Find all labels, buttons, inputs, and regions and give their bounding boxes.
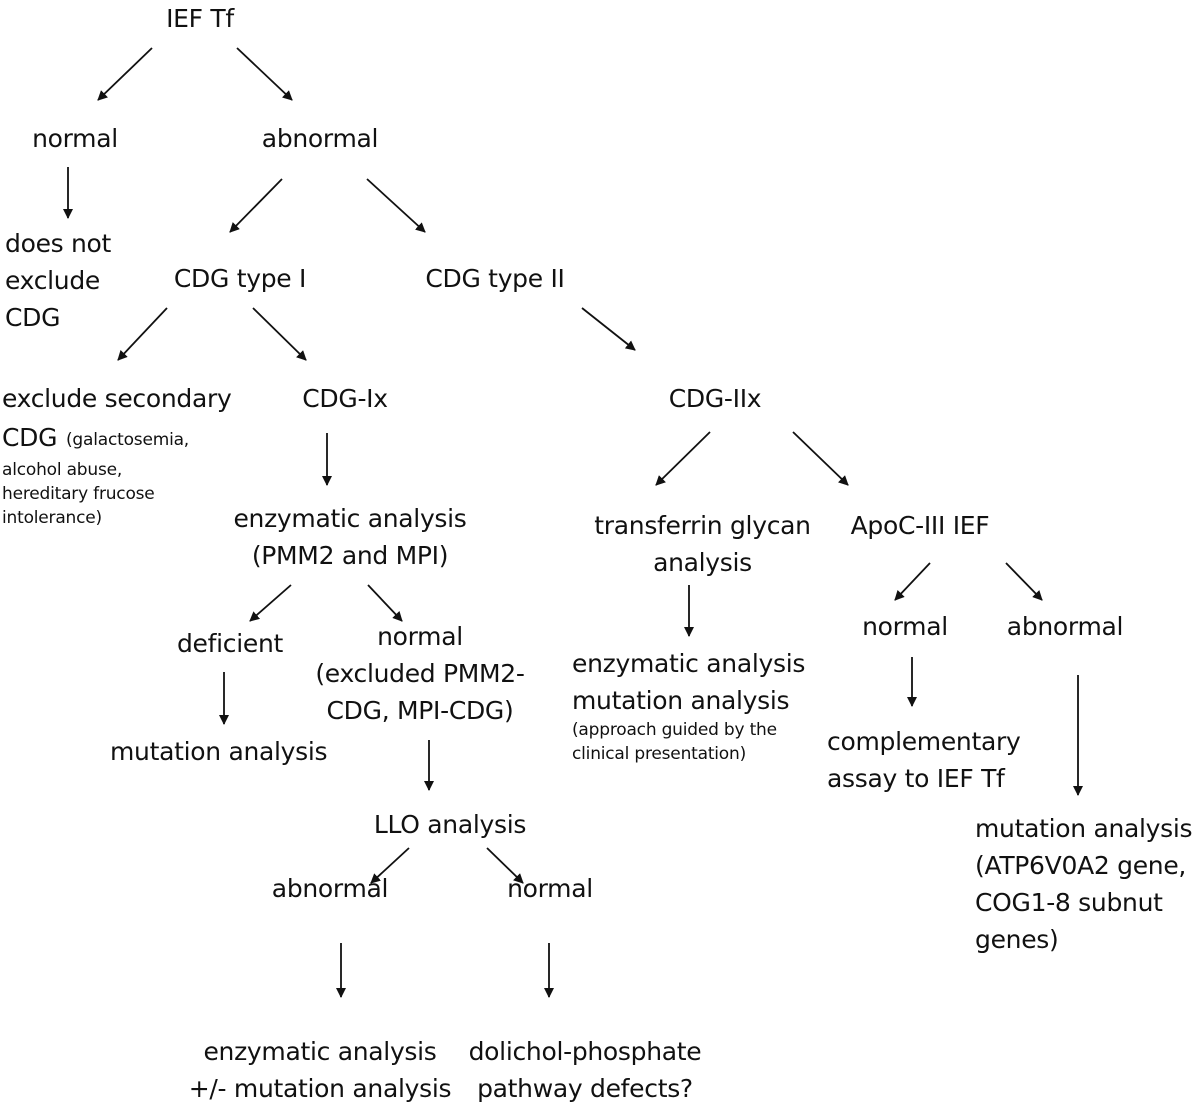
node-cdg-type-2: CDG type II [425, 264, 565, 293]
node-normal-excluded: normal (excluded PMM2- CDG, MPI-CDG) [315, 622, 525, 725]
node-transferrin-glycan: transferrin glycan analysis [594, 511, 811, 577]
arrow-apoc-to-apoc-abnormal [1005, 562, 1043, 601]
node-llo-abnormal: abnormal [271, 874, 389, 903]
node-deficient: deficient [176, 629, 284, 658]
arrow-llo-to-llo-abnormal [370, 847, 410, 884]
node-approach-note: (approach guided by the clinical present… [572, 720, 777, 764]
node-secondary-note-line1: (galactosemia, [66, 430, 190, 450]
node-enzymatic-pmm: enzymatic analysis (PMM2 and MPI) [233, 504, 467, 570]
arrow-root-to-normal-top [97, 47, 153, 101]
node-complementary-assay: complementary assay to IEF Tf [827, 727, 1021, 793]
node-enzymatic-mutation-2: enzymatic analysis mutation analysis [572, 649, 806, 715]
node-mutation-analysis-pmm: mutation analysis [110, 737, 328, 766]
arrow-cdg2x-to-transferrin-glycan [655, 431, 711, 486]
node-dolichol-phosphate: dolichol-phosphate pathway defects? [468, 1037, 702, 1103]
arrow-group [63, 47, 1083, 998]
node-exclude-secondary-cdg: CDG [2, 423, 58, 452]
node-llo-normal: normal [507, 874, 593, 903]
arrow-cdg1-to-cdg1x [252, 307, 307, 361]
node-apoc-abnormal: abnormal [1006, 612, 1124, 641]
arrow-cdg2x-to-apoc [792, 431, 849, 486]
arrow-apoc-to-apoc-normal [894, 562, 931, 601]
node-cdg-type-1: CDG type I [173, 264, 307, 293]
node-normal-top: normal [32, 124, 118, 153]
node-apoc-normal: normal [862, 612, 948, 641]
node-secondary-note-rest: alcohol abuse, hereditary frucose intole… [2, 460, 155, 528]
arrow-enzymatic-pmm-to-normal-excluded [367, 584, 403, 622]
arrow-cdg2-to-cdg2x [581, 307, 636, 351]
arrow-enzymatic-pmm-to-deficient [249, 584, 292, 622]
arrow-cdg1-to-exclude-secondary [117, 307, 168, 361]
node-abnormal-top: abnormal [261, 124, 379, 153]
node-cdg-1x: CDG-Ix [302, 384, 388, 413]
arrow-root-to-abnormal-top [236, 47, 293, 101]
node-enzymatic-mutation: enzymatic analysis +/- mutation analysis [188, 1037, 452, 1103]
node-root: IEF Tf [166, 4, 234, 33]
node-cdg-2x: CDG-IIx [668, 384, 762, 413]
arrow-abnormal-top-to-cdg2 [366, 178, 426, 233]
node-mutation-atp6v0a2: mutation analysis (ATP6V0A2 gene, COG1-8… [975, 814, 1193, 954]
node-apoc-iii-ief: ApoC-III IEF [850, 511, 990, 540]
arrow-llo-to-llo-normal [486, 847, 524, 884]
node-exclude-secondary: exclude secondary [2, 384, 232, 413]
arrow-abnormal-top-to-cdg1 [229, 178, 283, 233]
node-llo-analysis: LLO analysis [373, 810, 527, 839]
node-does-not-exclude: does not exclude CDG [5, 229, 112, 332]
